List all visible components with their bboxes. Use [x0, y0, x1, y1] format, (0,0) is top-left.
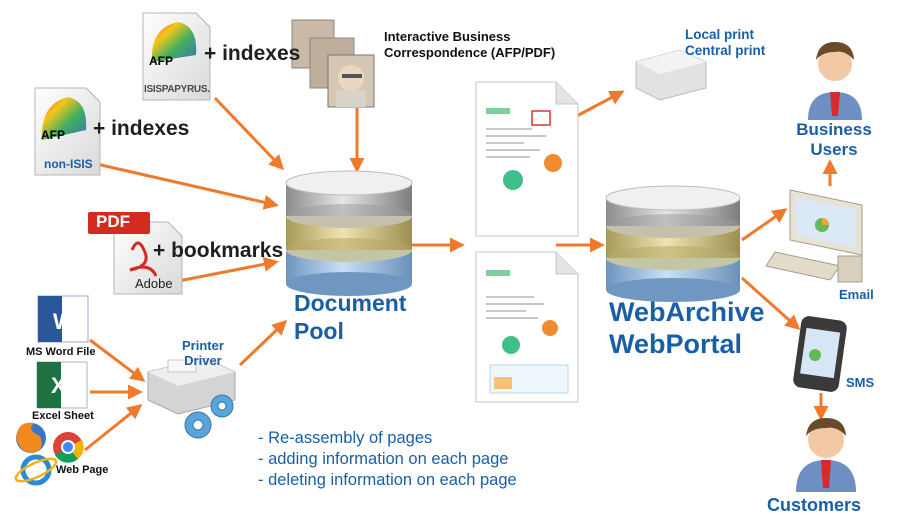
- business-users-line1: Business: [796, 120, 872, 139]
- person-icon: [808, 42, 862, 120]
- arrow-printer-to-pool: [238, 319, 288, 367]
- printer-driver-label: Printer Driver: [182, 338, 224, 368]
- printer-icon: [635, 49, 707, 101]
- database-icon: [285, 170, 413, 296]
- phone-icon: [793, 316, 847, 392]
- interactive-photos: [291, 19, 375, 108]
- pdf-bookmarks-label: + bookmarks: [153, 239, 284, 262]
- pdf-badge: PDF: [96, 212, 130, 231]
- computer-icon: [765, 189, 863, 283]
- email-label: Email: [839, 287, 874, 302]
- afp-isis-logo-text: AFP: [149, 54, 173, 68]
- afp-logo-icon: [151, 22, 197, 62]
- webarchive-label: WebArchive WebPortal: [609, 296, 765, 360]
- webarchive-line1: WebArchive: [609, 297, 765, 327]
- arrow-webarchive-to-phone: [741, 276, 801, 330]
- person-icon: [796, 418, 856, 492]
- document-pool-line2: Pool: [294, 318, 344, 344]
- arrow-webarchive-to-computer: [741, 208, 788, 242]
- printer-driver-line2: Driver: [184, 353, 222, 368]
- afp-isis-label: + indexes: [204, 42, 301, 65]
- document-pool-label: Document Pool: [294, 289, 406, 345]
- interactive-line2: Correspondence (AFP/PDF): [384, 45, 556, 60]
- arrow-pdf-to-pool: [167, 256, 279, 285]
- interactive-correspondence-label: Interactive Business Correspondence (AFP…: [384, 29, 555, 61]
- ie-icon: [14, 454, 58, 486]
- gear-icon: [184, 394, 234, 439]
- sms-label: SMS: [846, 375, 875, 390]
- printer-driver-line1: Printer: [182, 338, 224, 353]
- web-page-label: Web Page: [56, 464, 109, 476]
- word-label: MS Word File: [26, 346, 96, 358]
- pdf-document-icon: [88, 212, 183, 295]
- chrome-icon: [53, 432, 84, 463]
- firefox-icon: [16, 422, 46, 453]
- local-print-label: Local print: [685, 27, 755, 42]
- note-item: - Re-assembly of pages: [258, 429, 433, 447]
- note-item: - adding information on each page: [258, 450, 509, 468]
- document-page-icon: [475, 251, 579, 403]
- adobe-brand: Adobe: [135, 276, 173, 291]
- excel-label: Excel Sheet: [32, 410, 94, 422]
- arrow-afp-nonisis-to-pool: [87, 160, 279, 210]
- arrow-doc-to-print: [572, 90, 625, 120]
- non-isis-brand: non-ISIS: [44, 157, 93, 171]
- central-print-label: Central print: [685, 43, 766, 58]
- flow-arrows: [84, 90, 838, 452]
- excel-icon: [36, 361, 88, 409]
- webarchive-database: [605, 185, 741, 302]
- arrow-word-to-printer: [89, 338, 146, 382]
- business-users-line2: Users: [810, 140, 858, 159]
- isis-papyrus-brand: ISISPAPYRUS.: [144, 84, 210, 95]
- arrow-afp-isis-to-pool: [213, 96, 285, 171]
- document-pool-line1: Document: [294, 290, 407, 316]
- document-pool-database: [285, 170, 413, 296]
- word-glyph: W: [53, 309, 74, 334]
- afp-nonisis-label: + indexes: [93, 117, 190, 140]
- note-item: - deleting information on each page: [258, 471, 517, 489]
- afp-nonisis-logo-text: AFP: [41, 128, 65, 142]
- database-icon: [605, 185, 741, 302]
- printer-driver-graphic: [147, 357, 236, 439]
- print-label: Local print Central print: [685, 27, 765, 59]
- processing-notes: - Re-assembly of pages - adding informat…: [258, 428, 517, 491]
- word-icon: [37, 295, 89, 343]
- interactive-line1: Interactive Business: [384, 29, 511, 44]
- business-users-label: Business Users: [786, 120, 882, 160]
- customers-label: Customers: [767, 495, 862, 515]
- afp-isis-document: [142, 12, 211, 101]
- document-page-icon: [475, 81, 579, 237]
- webarchive-line2: WebPortal: [609, 329, 743, 359]
- afp-nonisis-document: [34, 87, 101, 176]
- excel-glyph: X: [51, 373, 66, 398]
- afp-logo-icon: [41, 97, 87, 140]
- arrow-web-to-printer: [84, 404, 143, 452]
